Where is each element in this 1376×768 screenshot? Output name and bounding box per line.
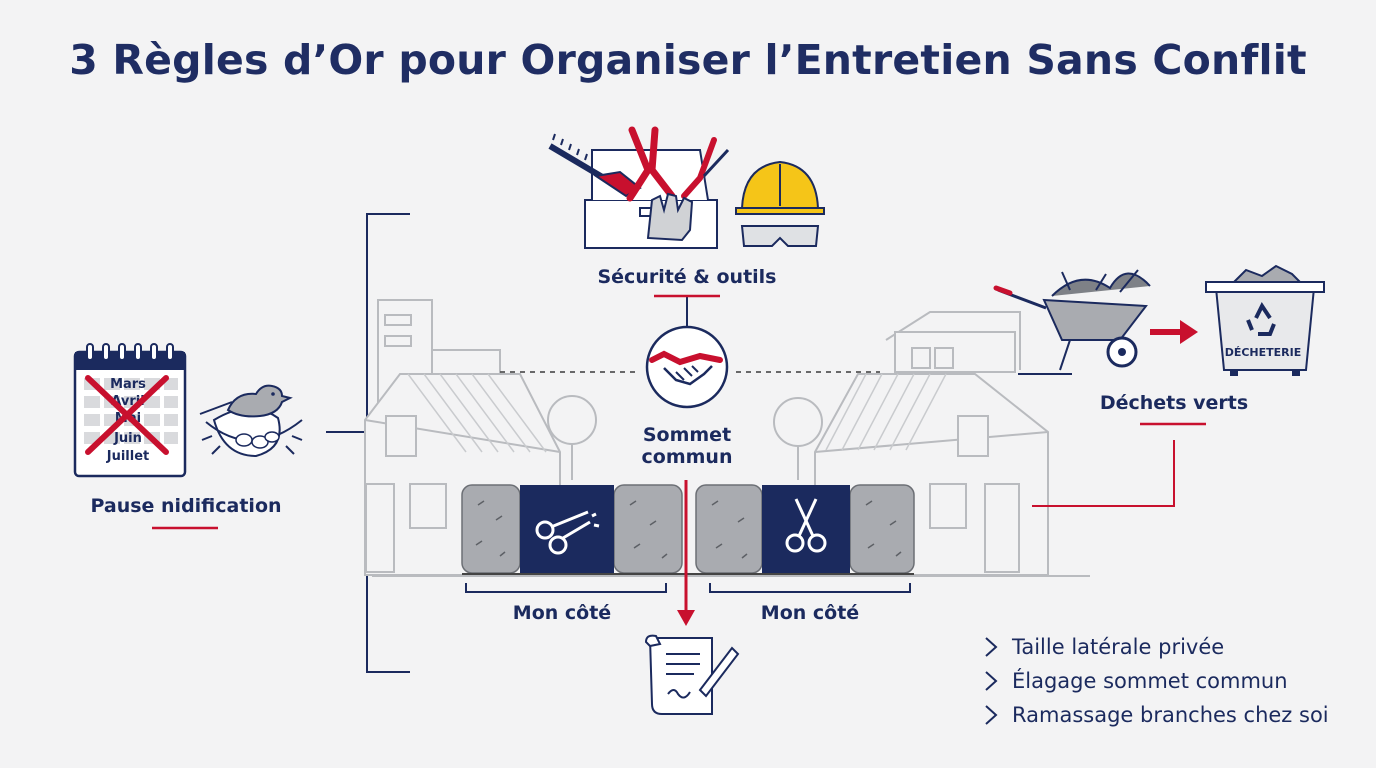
handshake-icon [645, 325, 729, 409]
chevron-right-icon [985, 637, 998, 657]
scissors-icon [535, 510, 600, 555]
right-side-label: Mon côté [760, 602, 860, 624]
hedge-cut-left [520, 485, 614, 573]
hedge-cut-right [762, 485, 850, 573]
bullet-text: Élagage sommet commun [1012, 669, 1288, 693]
bullet-text: Taille latérale privée [1012, 635, 1225, 659]
cross-out-icon [85, 375, 169, 455]
summit-line-2: commun [641, 446, 733, 468]
calendar-icon: Mars Avril Mai Juin Juillet [73, 343, 187, 478]
chevron-right-icon [985, 705, 998, 725]
bird-icon [199, 384, 293, 418]
list-item: Ramassage branches chez soi [984, 698, 1364, 732]
hedge [461, 484, 915, 575]
safety-goggles-icon [740, 225, 820, 247]
summit-line-1: Sommet [642, 424, 732, 446]
scissors-icon [785, 498, 827, 553]
month-label: Juin [113, 431, 142, 446]
list-item: Élagage sommet commun [984, 664, 1364, 698]
bullet-list: Taille latérale privée Élagage sommet co… [984, 630, 1364, 732]
chevron-right-icon [985, 671, 998, 691]
bullet-text: Ramassage branches chez soi [1012, 703, 1329, 727]
recycling-bin-icon: DÉCHETERIE [1205, 264, 1325, 376]
list-item: Taille latérale privée [984, 630, 1364, 664]
bird-nest-icon [201, 407, 303, 458]
month-label: Juillet [106, 449, 150, 464]
wheelbarrow-icon [993, 269, 1151, 375]
left-side-label: Mon côté [512, 602, 612, 624]
month-label: Mars [110, 377, 146, 392]
background-houses [364, 299, 1090, 577]
page-title: 3 Règles d’Or pour Organiser l’Entretien… [69, 36, 1307, 84]
recycle-icon [1246, 302, 1276, 336]
side-brackets [465, 583, 911, 593]
green-waste-label: Déchets verts [1099, 392, 1249, 414]
helmet-icon [735, 160, 825, 215]
bin-label: DÉCHETERIE [1225, 346, 1302, 359]
arrow-right-icon [1150, 320, 1198, 344]
summit-arrow [677, 480, 695, 626]
toolbox-icon [548, 126, 730, 249]
summit-label: Sommet commun [612, 424, 762, 468]
nesting-label: Pause nidification [90, 495, 282, 517]
document-icon [644, 634, 740, 715]
safety-label: Sécurité & outils [597, 266, 777, 288]
